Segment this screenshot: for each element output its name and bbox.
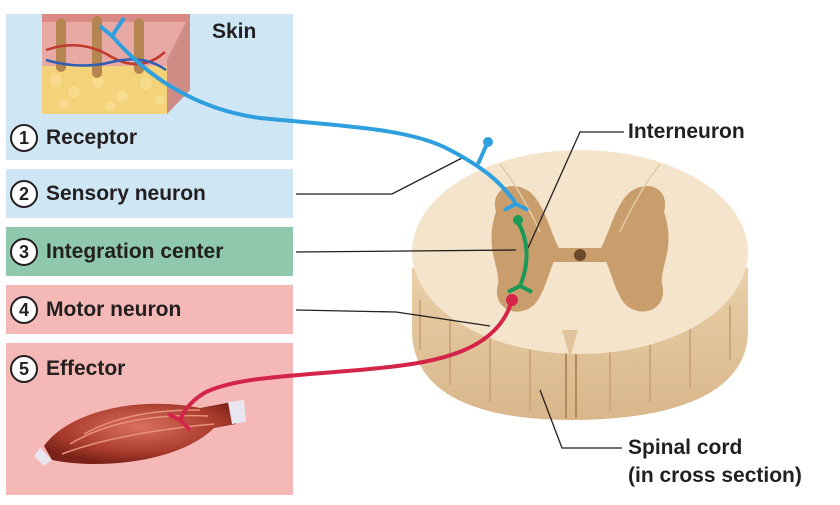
sensory-text: Sensory neuron — [46, 182, 206, 205]
spinal-cord-label: Spinal cord (in cross section) — [628, 434, 802, 490]
step-number-5: 5 — [10, 355, 38, 383]
receptor-label: 1 Receptor — [10, 124, 137, 152]
integration-panel — [6, 227, 293, 276]
motor-panel — [6, 285, 293, 334]
motor-text: Motor neuron — [46, 298, 182, 321]
integration-text: Integration center — [46, 240, 224, 263]
sensory-label: 2 Sensory neuron — [10, 180, 206, 208]
receptor-text: Receptor — [46, 126, 138, 149]
skin-label: Skin — [212, 20, 257, 43]
spinal-cord-line1: Spinal cord — [628, 436, 743, 459]
effector-text: Effector — [46, 357, 126, 380]
sensory-neuron — [98, 16, 529, 212]
step-number-1: 1 — [10, 124, 38, 152]
spinal-cord-icon — [412, 150, 748, 420]
step-number-2: 2 — [10, 180, 38, 208]
effector-label: 5 Effector — [10, 355, 125, 383]
interneuron-label: Interneuron — [628, 120, 745, 143]
motor-label: 4 Motor neuron — [10, 296, 181, 324]
sensory-panel — [6, 169, 293, 218]
leader-lines — [295, 131, 624, 449]
step-number-3: 3 — [10, 238, 38, 266]
interneuron — [507, 215, 533, 294]
integration-label: 3 Integration center — [10, 238, 223, 266]
spinal-cord-line2: (in cross section) — [628, 464, 802, 487]
motor-neuron — [167, 294, 518, 432]
muscle-icon — [34, 400, 246, 466]
step-number-4: 4 — [10, 296, 38, 324]
